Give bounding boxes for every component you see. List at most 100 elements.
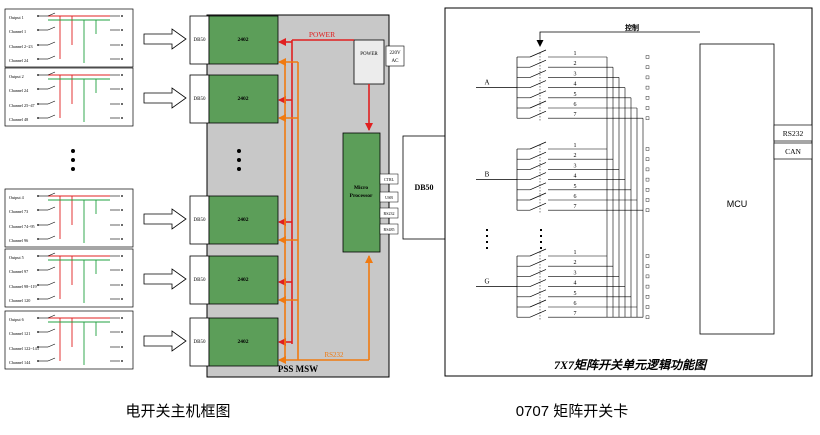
card-switch-blade: [47, 192, 56, 197]
card-switch-blade: [47, 343, 56, 348]
switch-blade: [529, 192, 547, 201]
module-board-label: 2402: [238, 96, 249, 102]
card-switch-blade: [47, 266, 56, 271]
can-port: [773, 142, 813, 160]
card-output-node: [121, 331, 123, 333]
card-row-label: Channel 98~119: [9, 284, 37, 289]
module-board-label: 2402: [238, 217, 249, 223]
card-row-label: Channel 24: [9, 88, 29, 93]
channel-card-frame: [4, 248, 134, 308]
bus-junction: [645, 106, 650, 110]
card-switch-blade: [47, 71, 56, 76]
port-usb-label: USB: [385, 195, 393, 200]
input-label: G: [484, 278, 489, 286]
output-number: 2: [574, 153, 577, 159]
card-switch-node: [37, 298, 39, 300]
card-row-label: Channel 120: [9, 298, 30, 303]
card-output-node: [121, 346, 123, 348]
switch-blade: [529, 162, 547, 170]
card-red-wires: [48, 195, 110, 239]
card-switch-node: [37, 224, 39, 226]
block-arrow-3: [143, 208, 187, 230]
module-board-label: 2402: [238, 339, 249, 345]
bus-junction: [645, 167, 650, 172]
card-output-node: [121, 360, 123, 362]
card-switch-node: [37, 255, 39, 257]
bus-junction: [645, 116, 650, 120]
processor-ports: CTRL: [379, 173, 399, 185]
power-input-box: [385, 45, 405, 67]
card-output-node: [121, 238, 123, 240]
left-block-diagram: PSS MSW POWER 220V AC POWER: [4, 8, 446, 378]
module-connector-label: DB50: [194, 97, 206, 102]
processor-label-1: Micro: [354, 185, 369, 191]
card-row-label: Channel 144: [9, 360, 31, 365]
card-switch-node: [37, 195, 39, 197]
power-box-label: POWER: [360, 52, 378, 57]
module-board: [208, 74, 279, 124]
port-rs232: [379, 207, 399, 219]
bus-junction: [645, 208, 650, 212]
db50-connector-label: DB50: [414, 183, 433, 192]
control-label: 控制: [625, 23, 639, 32]
card-switch-node: [37, 29, 39, 31]
switch-blade: [529, 202, 547, 211]
output-number: 1: [574, 51, 577, 57]
card-switch-blade: [47, 26, 56, 31]
micro-processor: [342, 132, 381, 253]
card-row-label: Output 6: [9, 317, 24, 322]
control-line: [536, 31, 700, 47]
block-arrow-5: [143, 330, 187, 352]
switch-blade: [529, 248, 547, 257]
bus-junction: [645, 254, 650, 258]
card-green-wires: [48, 259, 110, 303]
card-switch-node: [37, 346, 39, 348]
output-number: 7: [574, 204, 577, 210]
card-red-wires: [48, 15, 110, 59]
card-switch-blade: [47, 357, 56, 362]
processor-label-2: Processor: [350, 193, 373, 199]
bus-junction: [645, 75, 650, 80]
output-number: 6: [574, 194, 577, 200]
switch-blade: [529, 80, 547, 88]
output-number: 3: [574, 163, 577, 169]
module-connector-label: DB50: [194, 340, 206, 345]
card-red-wires: [48, 317, 110, 361]
block-arrow-1: [143, 28, 187, 50]
card-row-label: Output 2: [9, 74, 24, 79]
bus-junction: [645, 284, 650, 289]
switch-blade: [529, 141, 547, 150]
card-green-wires: [48, 321, 110, 365]
card-row-label: Channel 74~95: [9, 224, 35, 229]
module-board: [208, 317, 279, 367]
bus-junction: [645, 157, 650, 161]
output-number: 5: [574, 92, 577, 98]
card-switch-blade: [47, 295, 56, 300]
card-row-label: Output 1: [9, 15, 24, 20]
card-switch-node: [37, 317, 39, 319]
chassis-ellipsis: [237, 149, 241, 171]
card-switch-node: [37, 103, 39, 105]
output-number: 1: [574, 250, 577, 256]
output-number: 6: [574, 301, 577, 307]
card-output-node: [121, 284, 123, 286]
rs232-port: [773, 124, 813, 142]
card-switch-node: [37, 58, 39, 60]
bus-junction: [645, 264, 650, 268]
card-row-label: Channel 122~143: [9, 346, 39, 351]
matrix-ellipsis-left: [486, 229, 488, 249]
power-line-label: POWER: [309, 30, 335, 39]
switch-blade: [529, 90, 547, 99]
card-switch-blade: [47, 252, 56, 257]
output-number: 4: [574, 174, 577, 180]
card-row-label: Channel 48: [9, 117, 28, 122]
module-connector-label: DB50: [194, 278, 206, 283]
module-connector-label: DB50: [194, 38, 206, 43]
